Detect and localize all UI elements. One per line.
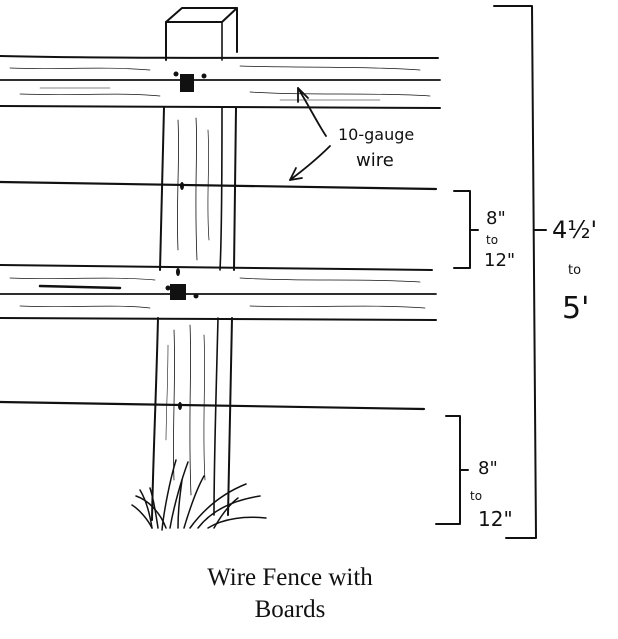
upper-spacing-to: to bbox=[486, 233, 498, 247]
lower-spacing-value: 8" bbox=[478, 458, 498, 479]
grass-tuft bbox=[131, 459, 267, 531]
height-max: 5' bbox=[562, 291, 589, 326]
height-min: 4½' bbox=[552, 216, 597, 244]
fastener-upper bbox=[173, 71, 207, 92]
wire-label-line2: wire bbox=[356, 150, 394, 171]
caption-line1: Wire Fence with bbox=[207, 564, 373, 591]
wire-upper bbox=[0, 180, 438, 191]
bracket-total-height bbox=[493, 5, 547, 539]
wire-staples bbox=[176, 182, 184, 410]
wire-label-line1: 10-gauge bbox=[338, 125, 414, 144]
wire-lower bbox=[0, 400, 426, 411]
label-arrow-to-board bbox=[297, 87, 327, 137]
lower-spacing-to: to bbox=[470, 489, 482, 503]
lower-spacing-max: 12" bbox=[478, 507, 513, 531]
bracket-lower-spacing bbox=[435, 415, 469, 525]
label-arrow-to-wire bbox=[289, 145, 331, 181]
bracket-upper-spacing bbox=[453, 190, 479, 269]
caption-line2: Boards bbox=[254, 596, 326, 623]
upper-board bbox=[0, 55, 441, 109]
lower-board bbox=[0, 264, 437, 321]
upper-spacing-value: 8" bbox=[486, 208, 506, 229]
upper-spacing-max: 12" bbox=[484, 250, 515, 271]
fence-post bbox=[151, 7, 238, 521]
fastener-lower bbox=[165, 284, 199, 300]
height-to: to bbox=[568, 263, 581, 278]
